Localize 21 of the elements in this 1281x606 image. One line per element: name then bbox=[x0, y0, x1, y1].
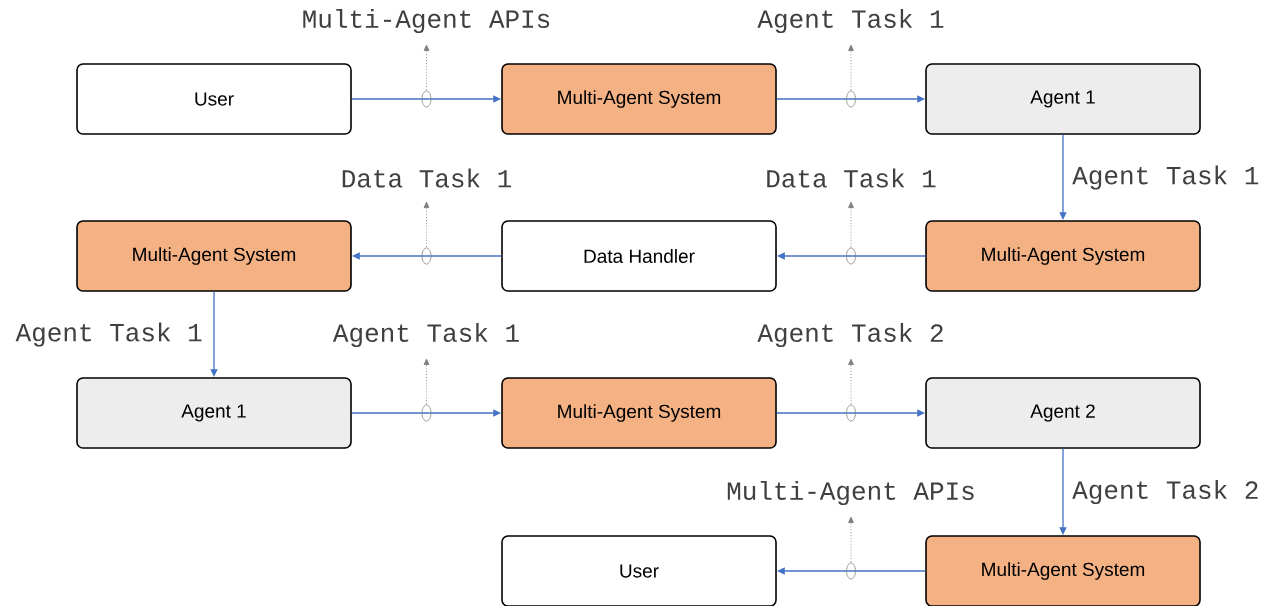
edge-label: Agent Task 1 bbox=[1072, 165, 1259, 190]
edge-label: Data Task 1 bbox=[767, 168, 936, 188]
edge-label: Agent Task 2 bbox=[1072, 479, 1258, 505]
edge-label: Multi-Agent APIs bbox=[303, 8, 550, 34]
agent-box: Agent 1 bbox=[76, 377, 352, 449]
agent-box: Agent 2 bbox=[925, 377, 1201, 449]
edge-label: Data Task 1 bbox=[342, 168, 512, 188]
edge-label: Agent Task 1 bbox=[757, 8, 944, 34]
process-box: User bbox=[76, 63, 352, 135]
system-box: Multi-Agent System bbox=[501, 377, 777, 449]
edge-label: Agent Task 1 bbox=[332, 322, 519, 348]
system-box: Multi-Agent System bbox=[925, 535, 1201, 606]
system-box: Multi-Agent System bbox=[501, 63, 777, 135]
edge-label: Agent Task 1 bbox=[15, 322, 202, 347]
system-box: Multi-Agent System bbox=[925, 220, 1201, 292]
edge-label: Multi-Agent APIs bbox=[727, 480, 974, 506]
process-box: Data Handler bbox=[501, 220, 777, 292]
edge-label: Agent Task 2 bbox=[757, 322, 943, 348]
system-box: Multi-Agent System bbox=[76, 220, 352, 292]
agent-box: Agent 1 bbox=[925, 63, 1201, 135]
process-box: User bbox=[501, 535, 777, 606]
